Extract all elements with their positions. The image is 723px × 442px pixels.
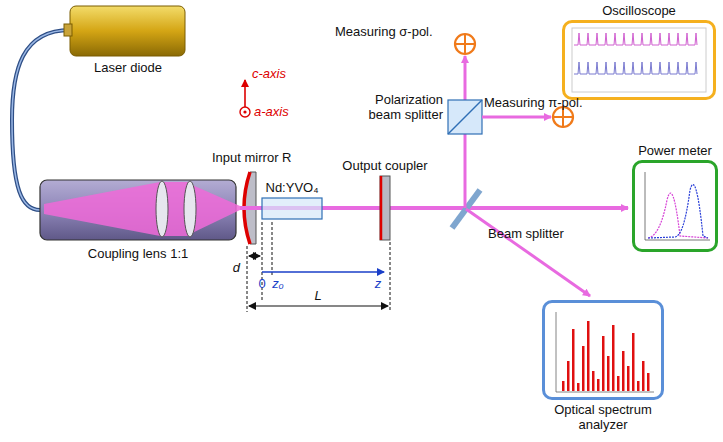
spectrum-bar: [637, 381, 640, 391]
power-meter-box: [632, 160, 718, 252]
spectrum-bar: [642, 361, 645, 391]
spectrum-bar: [562, 381, 565, 391]
node-title: Power meter: [638, 143, 712, 158]
position-label: zₒ: [272, 276, 284, 291]
scope-trace: [574, 62, 697, 74]
spectrum-bar: [617, 376, 620, 391]
component-label: Polarization beam splitter: [347, 92, 443, 122]
component-label: Beam splitter: [488, 226, 564, 241]
spectrum-bar: [572, 329, 575, 391]
spectrum-bar: [647, 373, 650, 391]
oscilloscope-box: [562, 20, 716, 100]
axis-label: c-axis: [252, 66, 286, 81]
axis-label: a-axis: [254, 104, 289, 119]
detector-label: Measuring π-pol.: [484, 95, 583, 110]
axis-label: z: [375, 276, 382, 291]
scope-trace: [574, 33, 697, 45]
component-label: Coupling lens 1:1: [88, 246, 188, 261]
detector-label: Measuring σ-pol.: [335, 24, 433, 39]
node-title: Optical spectrum analyzer: [548, 402, 658, 432]
spectrum-bar: [627, 366, 630, 391]
spectrum-bar: [567, 361, 570, 391]
node-title: Oscilloscope: [602, 3, 676, 18]
component-label: Nd:YVO₄: [266, 180, 319, 195]
spectrum-bar: [597, 379, 600, 391]
spectrum-bar: [577, 383, 580, 391]
spectrum-bar: [622, 351, 625, 391]
component-label: Output coupler: [342, 158, 427, 173]
spectrum-bar: [607, 356, 610, 391]
spectrum-analyzer-box: [542, 300, 664, 400]
spectrum-bar: [587, 321, 590, 391]
spectrum-bar: [602, 336, 605, 391]
spectrum-bar: [632, 333, 635, 391]
spectrum-bar: [592, 371, 595, 391]
component-label: Input mirror R: [212, 150, 291, 165]
spectrum-bar: [612, 325, 615, 391]
axis-origin-label: 0: [258, 276, 265, 291]
spectrum-bar: [582, 346, 585, 391]
dimension-label: d: [233, 260, 240, 275]
component-label: Laser diode: [94, 60, 162, 75]
dimension-label: L: [314, 288, 321, 303]
